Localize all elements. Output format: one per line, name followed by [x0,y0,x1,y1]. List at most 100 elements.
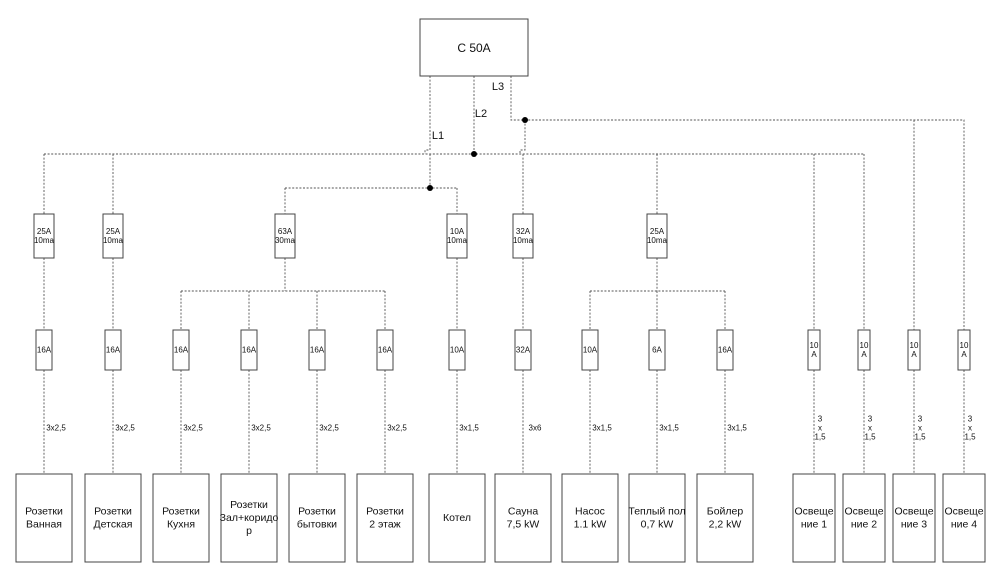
load-label: ние 4 [951,519,977,531]
load-label: Теплый пол [628,506,685,518]
breaker-label: A [961,350,967,359]
load-label: р [246,525,252,537]
load-label: 1.1 kW [574,519,607,531]
breaker-box-10 [648,329,666,371]
load-label: Бойлер [707,506,744,518]
load-box-2 [84,473,142,563]
cable-label: 3x2,5 [387,424,407,433]
cable-label: 3x1,5 [592,424,612,433]
load-label: Освеще [844,506,883,518]
breaker-label: 10 [860,341,869,350]
breaker-label: 16A [378,346,393,355]
rcd-box-4 [446,213,468,259]
load-label: Насос [575,506,605,518]
breaker-label: A [861,350,867,359]
breaker-box-2 [104,329,122,371]
cable-label: 3 [968,415,973,424]
load-box-12 [792,473,836,563]
cable-label: 3x1,5 [459,424,479,433]
load-label: ние 3 [901,519,927,531]
breaker-box-15 [957,329,971,371]
cable-label: 3x2,5 [46,424,66,433]
cable-label: 3x2,5 [115,424,135,433]
breaker-label: 16A [310,346,325,355]
junction-l3 [522,117,528,123]
cable-label: 3 [868,415,873,424]
load-box-15 [942,473,986,563]
wiring [43,76,965,474]
cable-label: 1,5 [914,433,926,442]
cable-label: 1,5 [964,433,976,442]
breaker-label: 16A [37,346,52,355]
rcd-label: 30ma [275,236,296,245]
breaker-label: 16A [718,346,733,355]
cable-label: 1,5 [864,433,876,442]
load-label: Котел [443,512,471,524]
load-box-10 [628,473,686,563]
load-box-9 [561,473,619,563]
load-label: Освеще [894,506,933,518]
load-label: Ванная [26,519,62,531]
phase-l1-feeder [424,76,431,154]
phase-label-l3: L3 [492,81,504,93]
load-box-1 [15,473,73,563]
breaker-box-7 [448,329,466,371]
load-label: Сауна [508,506,538,518]
load-label: Розетки [366,506,404,518]
breaker-box-13 [857,329,871,371]
rcd-box-3 [274,213,296,259]
breaker-label: 10 [910,341,919,350]
load-box-8 [494,473,552,563]
rcd-box-1 [33,213,55,259]
breaker-label: 10A [583,346,598,355]
load-label: бытовки [297,519,337,531]
labels: C 50AL1L2L325A10ma25A10ma63A30ma10A10ma3… [25,41,984,537]
load-label: Кухня [167,519,195,531]
cable-label: 3x2,5 [319,424,339,433]
load-label: Детская [94,519,133,531]
breaker-label: 10 [960,341,969,350]
rcd-label: 25A [37,227,52,236]
cable-label: 3x1,5 [659,424,679,433]
cable-label: 1,5 [814,433,826,442]
load-box-7 [428,473,486,563]
breaker-box-8 [514,329,532,371]
load-label: 2,2 kW [709,519,742,531]
rcd-box-5 [512,213,534,259]
breaker-label: 32A [516,346,531,355]
load-label: 0,7 kW [641,519,674,531]
load-label: 2 этаж [369,519,400,531]
phase-l3-feeder [510,76,965,330]
junction-bus [471,151,477,157]
breaker-box-11 [716,329,734,371]
cable-label: 3x2,5 [183,424,203,433]
junction-group [427,185,433,191]
load-label: Освеще [944,506,983,518]
breaker-box-4 [240,329,258,371]
cable-label: x [868,424,872,433]
main-breaker-label: C 50A [457,41,490,55]
breaker-label: 6A [652,346,662,355]
load-box-14 [892,473,936,563]
breaker-box-1 [35,329,53,371]
breaker-box-5 [308,329,326,371]
rcd-label: 25A [106,227,121,236]
load-box-5 [288,473,346,563]
cable-label: x [968,424,972,433]
cable-label: 3 [918,415,923,424]
main-breaker-box [419,18,529,77]
load-label: Розетки [298,506,336,518]
rcd-label: 32A [516,227,531,236]
phase-l3-tap [519,120,526,154]
breaker-label: A [811,350,817,359]
load-box-3 [152,473,210,563]
phase-label-l1: L1 [432,130,444,142]
breaker-box-12 [807,329,821,371]
cable-label: x [918,424,922,433]
breaker-label: 16A [106,346,121,355]
breaker-box-9 [581,329,599,371]
breaker-box-14 [907,329,921,371]
rcd-label: 10ma [513,236,534,245]
load-label: Розетки [162,506,200,518]
load-label: Розетки [230,499,268,511]
